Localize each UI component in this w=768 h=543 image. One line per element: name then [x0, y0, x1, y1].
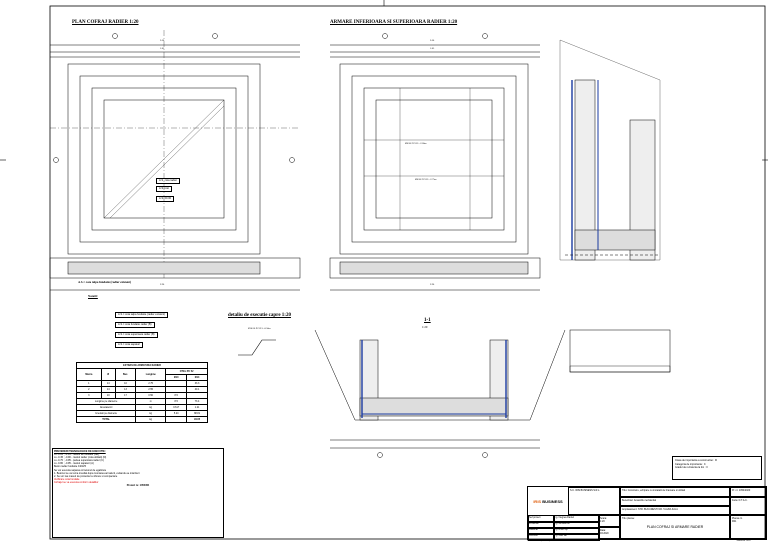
dim-label: 2.90 — [160, 283, 165, 286]
capre-label: Ø10/50 PC52 L=0.50m — [248, 327, 271, 330]
sheet-number: R01 — [732, 520, 737, 523]
legend-item: A.S.= cota fundatie radier (B) — [115, 322, 155, 328]
scale-label: Scara: — [600, 517, 607, 520]
project-title: Titlu: Construire, echipare cu instalati… — [620, 487, 730, 497]
note-line: cu -0.85 ; -1.45 - nivelul de fundatie (… — [54, 453, 100, 457]
cell: kg — [135, 416, 167, 423]
cell: 94.05 — [186, 416, 208, 423]
col-header: Ø — [100, 368, 116, 381]
title-plan-cofraj: PLAN COFRAJ RADIER 1:20 — [72, 20, 139, 25]
legend-title: Notatii: — [88, 294, 98, 298]
role-name: Ing. Ana Pop — [553, 527, 600, 535]
note-line-red: Cofrajul se va executa conform detaliilo… — [54, 480, 99, 484]
col-header: Buc. — [114, 368, 137, 381]
notes-footer: Proiect nr. 1054/PA — [126, 484, 150, 488]
callout-armare: Ø8/20 PC52 L=2.60m — [405, 142, 427, 145]
cell: TOTAL — [75, 416, 137, 423]
title-detail-capre: detaliu de executie capre 1:20 — [228, 313, 291, 318]
note-line: cu -0.45 ; -0.90 - nivelul radier (cota … — [54, 456, 107, 460]
steel-table: EXTRAS DE ARMATURA RADIER Marca Ø Buc. L… — [75, 362, 208, 423]
plan-armare — [329, 33, 541, 291]
company-logo: IRIS BUSINESS — [528, 487, 568, 515]
scale-cell: Scara:1:20 — [598, 515, 620, 527]
callout-plan: A.S. rost — [156, 186, 172, 192]
stamp-line: Categoria de importanta : C — [675, 462, 706, 466]
date-cell: Data:03.2020 — [598, 527, 620, 539]
footer-left: S/c: 420 / 297 (0.25m2) — [527, 539, 550, 542]
note-line: cu -0.70 ; -0.95 - partea superioara rad… — [54, 459, 104, 463]
plan-title: PLAN COFRAJ SI ARMARE RADIER — [646, 525, 704, 529]
stamp-line: Gradul de rezistenta la foc : II — [675, 466, 708, 469]
date: 03.2020 — [600, 532, 609, 535]
role-label: Proiectat — [528, 521, 555, 529]
company-name: S.C. IRIS BUSINESS S.R.L. — [568, 487, 620, 515]
dim-label: 2.60 — [160, 39, 165, 42]
role-name: Ing. Dan Ilie — [553, 533, 600, 541]
notes-title: PREVEDERI TEHNOLOGICE DE EXECUTIE: — [54, 450, 106, 453]
beneficiary: Beneficiar: Ansamblu rezidential — [620, 497, 730, 506]
note-line-red: Verificare cota fundatie — [54, 477, 80, 481]
proj-no: Pr. nr. 1054/2020 — [730, 487, 766, 497]
legend-ref: A.S.= cota talpa fundatie (radier existe… — [78, 280, 132, 284]
col-header: Lungime — [135, 368, 167, 381]
section-1-1 — [314, 329, 566, 458]
dim-label: 1.85 — [160, 47, 165, 50]
scale: 1:20 — [600, 520, 605, 523]
stamp-line: Clasa de importanta a constructiei : III — [675, 459, 717, 462]
role-label: Desenat — [528, 527, 555, 535]
dim-label: 2.90 — [430, 283, 435, 286]
dim-label: 1.85 — [430, 47, 435, 50]
phase: D.T.A.C. — [738, 499, 748, 502]
note-line: Beton radier fundatie C20/25 — [54, 465, 86, 469]
footer-right: Autodesk 2020 — [736, 539, 751, 542]
notes-box: PREVEDERI TEHNOLOGICE DE EXECUTIE: cu -0… — [52, 448, 224, 538]
col-header: Marca — [76, 368, 102, 381]
spec-box — [569, 329, 671, 373]
phase-cell: Faza: D.T.A.C. — [730, 497, 766, 515]
address: Amplasament: STR. BUCURESTI NR. 5 ALBA I… — [620, 506, 730, 515]
title-block: IRIS BUSINESS S.C. IRIS BUSINESS S.R.L. … — [527, 486, 767, 541]
plan-label: Titlu planse: — [622, 517, 635, 520]
phase-label: Faza: — [732, 499, 738, 502]
detail-capre — [238, 339, 276, 356]
note-line: Se vor executa saparea si betonul de ega… — [54, 468, 107, 472]
role-name: Ing. Negrea Daniel — [553, 515, 600, 523]
plan-cofraj — [49, 30, 301, 291]
legend-item: A.S.= cota superioara radier (B) — [115, 332, 158, 338]
callout-armare: Ø8/20 PC52 L=2.75m — [415, 178, 437, 181]
title-armare: ARMARE INFERIOARA SI SUPERIOARA RADIER 1… — [330, 20, 458, 25]
section-wall — [559, 39, 661, 261]
role-label: Verificat — [528, 533, 555, 541]
role-name: Ing. Mircea Ion — [553, 521, 600, 529]
plan-title-cell: Titlu planse: PLAN COFRAJ SI ARMARE RADI… — [620, 515, 730, 539]
note-line: cu -0.80 ; -0.95 - nivelul sapaturi (A) — [54, 462, 94, 466]
note-line: 2. Se vor lua masuri de protectie la vib… — [54, 474, 118, 478]
legend-item: A.S.= cota talpa fundatie (radier existe… — [115, 312, 169, 318]
date-label: Data: — [600, 529, 606, 532]
sheet-cell: Plansa nr.R01 — [730, 515, 766, 539]
logo-text: IRIS — [533, 498, 542, 504]
role-label: Sef proiect — [528, 515, 555, 523]
dim-label: 2.60 — [430, 39, 435, 42]
logo-sub: BUSINESS — [542, 498, 563, 504]
section-scale: 1:20 — [422, 325, 428, 329]
callout-plan: A.S. ±0.00 — [156, 196, 175, 202]
sheet-label: Plansa nr. — [732, 517, 743, 520]
legend-item: A.S.= cota sapaturi — [115, 342, 143, 348]
callout-plan: A.S. cota radier — [156, 178, 180, 184]
note-line: 1. Betonul se va turna imediat dupa mont… — [54, 471, 140, 475]
cell — [165, 416, 188, 423]
title-section: 1-1 — [424, 318, 431, 323]
stamp-box: Clasa de importanta a constructiei : III… — [672, 456, 762, 480]
